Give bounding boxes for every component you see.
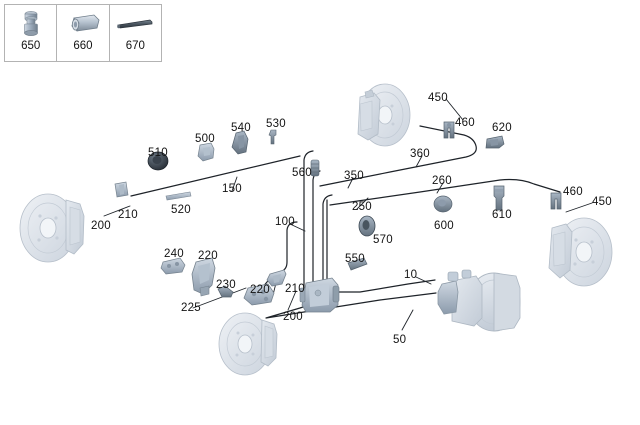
callout-220-upper: 220	[198, 250, 218, 262]
part-530-screw	[268, 129, 277, 145]
part-620-fitting	[485, 135, 505, 149]
legend-item-670: 670	[110, 5, 161, 61]
hex-sleeve-icon	[63, 9, 103, 39]
legend-number: 660	[73, 40, 93, 52]
part-460-clip-front-right	[550, 192, 562, 210]
front-left-brake-assembly	[19, 193, 85, 263]
legend-box: 650 660	[4, 4, 162, 62]
bleeder-screw-icon	[20, 9, 42, 39]
callout-600: 600	[434, 220, 454, 232]
callout-520: 520	[171, 204, 191, 216]
callout-510: 510	[148, 147, 168, 159]
callout-460-rear-left: 460	[455, 117, 475, 129]
callout-360: 360	[410, 148, 430, 160]
callout-620: 620	[492, 122, 512, 134]
legend-item-650: 650	[5, 5, 58, 61]
callout-10: 10	[404, 269, 418, 281]
brake-line-560	[303, 150, 314, 289]
callout-50: 50	[393, 334, 407, 346]
callout-240: 240	[164, 248, 184, 260]
part-220-bracket	[243, 283, 275, 306]
callout-225: 225	[181, 302, 201, 314]
pin-rod-icon	[114, 9, 156, 39]
part-600-cap	[433, 195, 453, 213]
part-460-clip-rear-left	[443, 121, 455, 139]
callout-350: 350	[344, 170, 364, 182]
callout-540: 540	[231, 122, 251, 134]
part-550-clamp	[347, 257, 368, 271]
part-240-plate	[160, 257, 186, 275]
part-510-grommet	[147, 151, 169, 171]
part-210-bracket-front-left	[114, 181, 129, 198]
part-540-bracket	[231, 130, 249, 155]
rear-left-brake-assembly	[357, 83, 411, 147]
callout-250: 250	[352, 201, 372, 213]
brake-line-260	[329, 178, 561, 206]
brake-line-10	[329, 279, 436, 293]
part-610-valve	[493, 185, 505, 211]
brake-line-100	[279, 221, 298, 273]
callout-610: 610	[492, 209, 512, 221]
callout-550: 550	[345, 253, 365, 265]
legend-item-660: 660	[57, 5, 110, 61]
callout-200-front-left: 200	[91, 220, 111, 232]
part-500-connector	[197, 142, 215, 162]
callout-230: 230	[216, 279, 236, 291]
part-570-seal	[358, 215, 376, 237]
part-560-spring	[310, 159, 320, 177]
part-230-bolt	[217, 285, 234, 298]
rear-right-brake-assembly	[218, 312, 278, 376]
brake-line-360	[319, 125, 477, 187]
legend-number: 650	[21, 40, 41, 52]
part-210-bracket-rear	[266, 269, 287, 287]
part-520-pipe	[165, 191, 192, 201]
callout-210-front-left: 210	[118, 209, 138, 221]
callout-530: 530	[266, 118, 286, 130]
brake-line-150	[130, 155, 301, 197]
part-220-cylinder	[191, 257, 216, 297]
callout-210-rear: 210	[285, 283, 305, 295]
legend-number: 670	[125, 40, 145, 52]
brake-line-250	[322, 194, 333, 289]
callout-450-rear-left: 450	[428, 92, 448, 104]
callout-100: 100	[275, 216, 295, 228]
callout-570: 570	[373, 234, 393, 246]
callout-500: 500	[195, 133, 215, 145]
callout-560: 560	[292, 167, 312, 179]
front-right-brake-assembly	[548, 217, 613, 287]
abs-hydraulic-unit	[299, 277, 340, 313]
callout-220-lower: 220	[250, 284, 270, 296]
callout-150: 150	[222, 183, 242, 195]
brake-booster-assembly	[437, 269, 521, 332]
brake-line-350	[312, 170, 321, 289]
callout-200-rear: 200	[283, 311, 303, 323]
callout-460-front-right: 460	[563, 186, 583, 198]
callout-450-front-right: 450	[592, 196, 612, 208]
callout-260: 260	[432, 175, 452, 187]
